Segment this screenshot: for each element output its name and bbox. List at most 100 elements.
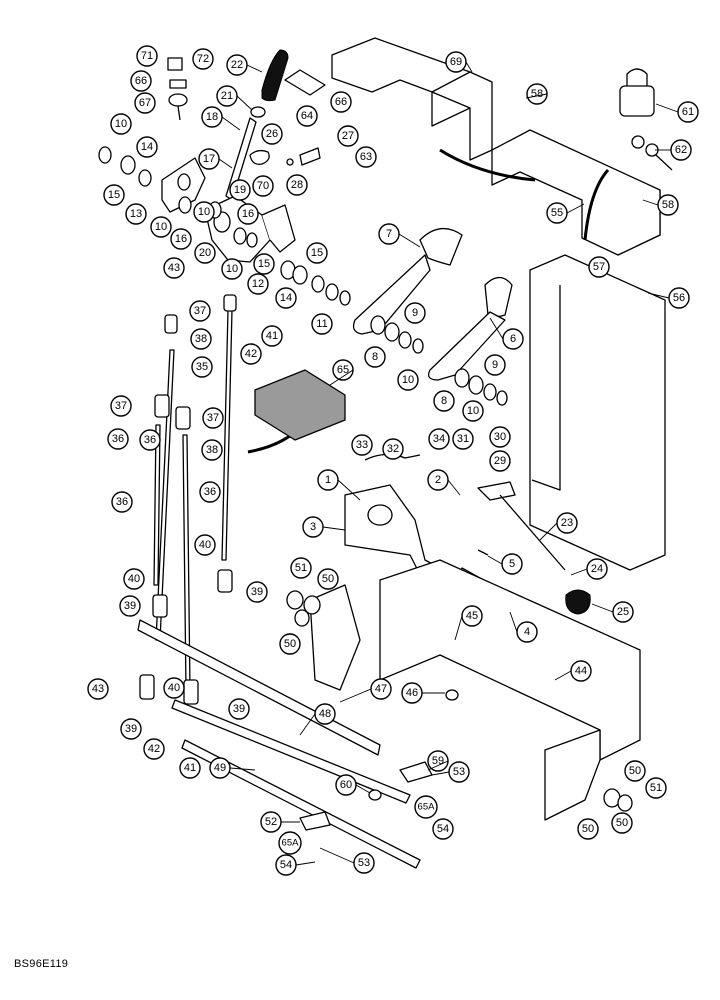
svg-text:39: 39: [124, 600, 136, 612]
svg-text:10: 10: [402, 374, 414, 386]
svg-text:61: 61: [682, 106, 694, 118]
svg-text:12: 12: [252, 278, 264, 290]
lever-23: [477, 481, 516, 501]
callout-39: 39: [228, 698, 250, 720]
callout-5: 5: [501, 553, 523, 575]
svg-text:70: 70: [257, 180, 269, 192]
svg-text:19: 19: [234, 184, 246, 196]
callout-7: 7: [378, 223, 400, 245]
callout-43: 43: [87, 678, 109, 700]
callout-16: 16: [170, 228, 192, 250]
callout-27: 27: [337, 125, 359, 147]
callout-38: 38: [201, 439, 223, 461]
plate-hole: [367, 504, 393, 526]
svg-text:53: 53: [358, 857, 370, 869]
callout-29: 29: [489, 450, 511, 472]
svg-text:32: 32: [387, 443, 399, 455]
callout-32: 32: [382, 438, 404, 460]
callout-59: 59: [427, 750, 449, 772]
callout-15: 15: [306, 242, 328, 264]
svg-text:43: 43: [92, 683, 104, 695]
svg-text:36: 36: [204, 486, 216, 498]
callout-10: 10: [221, 258, 243, 280]
callout-39: 39: [120, 718, 142, 740]
svg-text:1: 1: [325, 474, 331, 486]
svg-text:36: 36: [144, 434, 156, 446]
callout-58: 58: [657, 194, 679, 216]
svg-text:6: 6: [510, 333, 516, 345]
callout-53: 53: [353, 852, 375, 874]
svg-text:11: 11: [316, 318, 327, 330]
callout-39: 39: [119, 595, 141, 617]
svg-text:36: 36: [116, 496, 128, 508]
side-panel: [529, 254, 666, 571]
callout-10: 10: [397, 369, 419, 391]
callout-66: 66: [330, 91, 352, 113]
svg-text:65A: 65A: [282, 838, 300, 849]
lever-arm-17: [161, 157, 206, 213]
pin-5: [477, 549, 489, 556]
svg-text:15: 15: [108, 189, 120, 201]
svg-text:44: 44: [575, 665, 587, 677]
svg-text:30: 30: [494, 431, 506, 443]
svg-text:34: 34: [433, 433, 445, 445]
clevises: [139, 294, 237, 705]
svg-text:10: 10: [226, 263, 238, 275]
callout-65A: 65A: [414, 795, 438, 819]
lever-23-shaft: [499, 494, 566, 571]
svg-text:36: 36: [112, 433, 124, 445]
callout-40: 40: [163, 677, 185, 699]
callout-50: 50: [624, 760, 646, 782]
figure-code: BS96E119: [14, 958, 69, 970]
callout-37: 37: [202, 407, 224, 429]
svg-text:24: 24: [591, 563, 603, 575]
svg-text:50: 50: [284, 638, 296, 650]
callout-36: 36: [139, 429, 161, 451]
callout-35: 35: [191, 356, 213, 378]
callout-8: 8: [364, 346, 386, 368]
svg-text:57: 57: [593, 261, 605, 273]
callout-2: 2: [427, 469, 449, 491]
callout-42: 42: [143, 738, 165, 760]
callout-50: 50: [611, 812, 633, 834]
svg-text:37: 37: [194, 305, 206, 317]
callout-31: 31: [452, 428, 474, 450]
svg-text:8: 8: [441, 395, 447, 407]
callout-14: 14: [136, 136, 158, 158]
callout-19: 19: [229, 179, 251, 201]
svg-text:40: 40: [199, 539, 211, 551]
svg-text:47: 47: [375, 683, 387, 695]
padlock: [619, 68, 655, 117]
svg-text:71: 71: [141, 50, 153, 62]
callout-40: 40: [194, 534, 216, 556]
callout-24: 24: [586, 558, 608, 580]
svg-text:10: 10: [198, 206, 210, 218]
svg-text:55: 55: [551, 207, 563, 219]
callout-10: 10: [110, 113, 132, 135]
callout-50: 50: [279, 633, 301, 655]
svg-text:21: 21: [221, 90, 233, 102]
svg-text:48: 48: [319, 708, 331, 720]
control-handle-22: [250, 49, 289, 118]
callout-28: 28: [286, 174, 308, 196]
svg-text:58: 58: [662, 199, 674, 211]
callout-45: 45: [461, 605, 483, 627]
callout-10: 10: [462, 400, 484, 422]
svg-text:31: 31: [457, 433, 469, 445]
bushings-and-washers: [370, 315, 508, 406]
svg-text:25: 25: [617, 606, 629, 618]
frame-bracket: [309, 584, 361, 691]
svg-text:50: 50: [322, 573, 334, 585]
callout-54: 54: [275, 854, 297, 876]
svg-text:39: 39: [233, 703, 245, 715]
callout-66: 66: [130, 70, 152, 92]
svg-text:42: 42: [245, 348, 257, 360]
svg-text:2: 2: [435, 474, 441, 486]
callout-34: 34: [428, 428, 450, 450]
svg-text:16: 16: [175, 233, 187, 245]
rod-35b: [221, 309, 233, 561]
svg-text:65: 65: [337, 364, 349, 376]
svg-text:14: 14: [280, 292, 292, 304]
svg-text:8: 8: [372, 351, 378, 363]
